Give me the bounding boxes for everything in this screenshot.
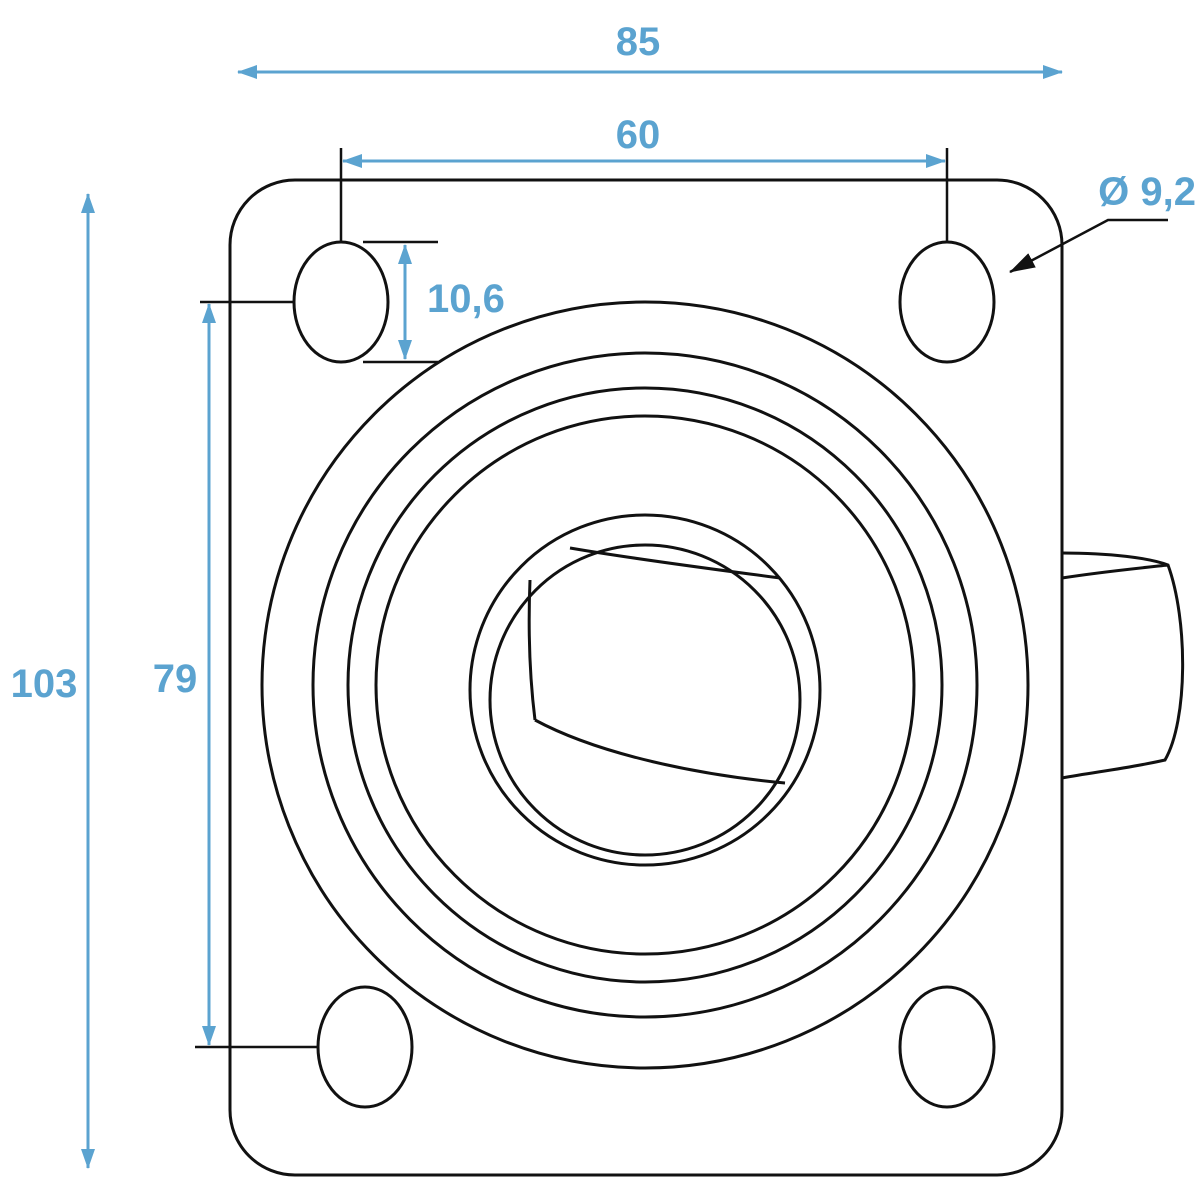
dim-hole-spacing-width: 60: [616, 113, 661, 157]
dim-hole-diameter: 10,6: [427, 277, 505, 321]
bolt-hole-top-left: [292, 240, 390, 364]
wheel-protrusion: [1061, 551, 1185, 780]
part-outline: [228, 178, 1185, 1177]
wheel-through-bore-side: [527, 579, 537, 721]
bolt-hole-bottom-left: [316, 985, 414, 1109]
wheel-protrusion-edge: [1061, 563, 1169, 580]
bolt-hole-bottom-right: [898, 985, 996, 1109]
swivel-ring-3: [346, 386, 944, 984]
center-bore-inner: [488, 543, 802, 857]
swivel-ring-outer: [260, 300, 1030, 1070]
mounting-plate: [228, 178, 1064, 1177]
swivel-ring-4: [374, 414, 916, 956]
dimension-labels: 85 60 10,6 Ø 9,2 103 79: [11, 20, 1196, 706]
hole-callout-leader: [1009, 218, 1168, 274]
dim-hole-spacing-height: 79: [153, 657, 198, 701]
extension-lines: [195, 148, 949, 1049]
wheel-through-bore: [569, 546, 781, 580]
wheel-through-bore-lower: [534, 718, 786, 785]
dim-hole-callout: Ø 9,2: [1098, 170, 1196, 214]
dim-overall-height: 103: [11, 662, 78, 706]
dim-overall-width: 85: [616, 20, 661, 64]
center-bore-outer: [468, 513, 822, 867]
bolt-hole-top-right: [898, 240, 996, 364]
dimension-lines: [81, 65, 1063, 1169]
swivel-ring-2: [311, 351, 979, 1019]
